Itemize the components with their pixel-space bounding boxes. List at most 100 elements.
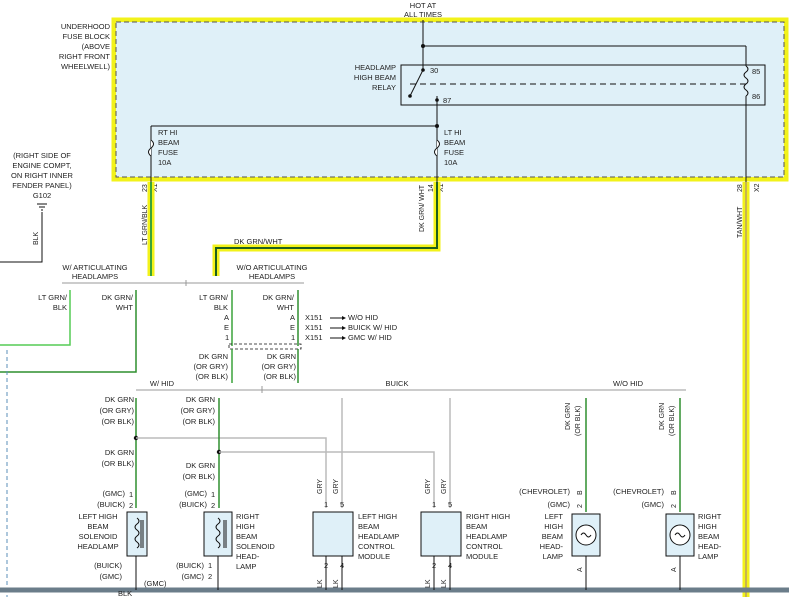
left-high-beam-headlamp-control-module	[312, 511, 354, 557]
col6-dk-grn: DK GRN	[659, 403, 666, 430]
lt-fuse-label: LT HI BEAM FUSE 10A	[444, 128, 465, 167]
svg-text:FUSE BLOCK: FUSE BLOCK	[62, 32, 110, 41]
right-solenoid-label: RIGHT HIGH BEAM SOLENOID HEAD- LAMP	[236, 512, 275, 571]
svg-text:(OR BLK): (OR BLK)	[101, 459, 134, 468]
label-dk-grn-wht-v: DK GRN/ WHT	[419, 184, 426, 232]
svg-text:HEADLAMP: HEADLAMP	[77, 542, 118, 551]
svg-text:HIGH BEAM: HIGH BEAM	[354, 73, 396, 82]
svg-text:(OR GRY): (OR GRY)	[262, 362, 297, 371]
svg-text:(GMC): (GMC)	[548, 500, 571, 509]
pin-2-r: 2	[432, 561, 436, 570]
left-solenoid-label: LEFT HIGH BEAM SOLENOID HEADLAMP	[77, 512, 118, 551]
svg-text:E: E	[290, 323, 295, 332]
svg-text:HIGH: HIGH	[236, 522, 255, 531]
svg-text:RIGHT: RIGHT	[236, 512, 260, 521]
fuse-block-label: UNDERHOOD FUSE BLOCK (ABOVE RIGHT FRONT …	[59, 22, 111, 71]
svg-text:(OR GRY): (OR GRY)	[194, 362, 229, 371]
svg-text:BEAM: BEAM	[236, 532, 257, 541]
svg-text:CONTROL: CONTROL	[358, 542, 395, 551]
svg-text:HIGH: HIGH	[698, 522, 717, 531]
svg-text:(OR BLK): (OR BLK)	[101, 417, 134, 426]
svg-text:HEADLAMP: HEADLAMP	[358, 532, 399, 541]
left-module-label: LEFT HIGH BEAM HEADLAMP CONTROL MODULE	[358, 512, 399, 561]
x151-notes: W/O HID BUICK W/ HID GMC W/ HID	[330, 313, 398, 342]
svg-text:LAMP: LAMP	[543, 552, 563, 561]
svg-text:UNDERHOOD: UNDERHOOD	[61, 22, 111, 31]
svg-text:WHEELWELL): WHEELWELL)	[61, 62, 111, 71]
label-blk: BLK	[33, 231, 40, 245]
label-dk-grn-a: DK GRN (OR GRY) (OR BLK)	[194, 352, 229, 381]
gry-4: GRY	[441, 479, 448, 494]
ground-symbol	[37, 203, 47, 211]
bus-buick: BUICK	[386, 379, 409, 388]
svg-text:BEAM: BEAM	[444, 138, 465, 147]
ground-note: (RIGHT SIDE OF ENGINE COMPT, ON RIGHT IN…	[11, 151, 74, 200]
svg-text:WHT: WHT	[116, 303, 133, 312]
svg-text:BUICK W/ HID: BUICK W/ HID	[348, 323, 398, 332]
svg-text:2: 2	[577, 504, 584, 508]
relay-pin-30: 30	[430, 66, 438, 75]
right-module-label: RIGHT HIGH BEAM HEADLAMP CONTROL MODULE	[466, 512, 510, 561]
pin-4-r: 4	[448, 561, 452, 570]
label-art-dk-grn: DK GRN/ WHT	[102, 293, 134, 312]
svg-text:LT GRN/: LT GRN/	[199, 293, 229, 302]
label-tan-wht: TAN/WHT	[737, 206, 744, 238]
label-wo-articulating: W/O ARTICULATING HEADLAMPS	[237, 263, 308, 281]
fuse-block	[115, 21, 785, 178]
pin-1-r: 1	[432, 500, 436, 509]
svg-text:(GMC): (GMC)	[100, 572, 123, 581]
svg-text:DK GRN: DK GRN	[199, 352, 228, 361]
svg-text:DK GRN: DK GRN	[186, 461, 215, 470]
conn-28: 28	[737, 184, 744, 192]
x151-connector	[228, 343, 302, 350]
relay-coil	[743, 65, 749, 97]
svg-text:B: B	[577, 490, 584, 495]
svg-text:BLK: BLK	[214, 303, 228, 312]
relay-pin-86: 86	[752, 92, 760, 101]
fuse-block-highlight	[111, 17, 789, 182]
svg-text:BEAM: BEAM	[542, 532, 563, 541]
svg-text:W/O HID: W/O HID	[348, 313, 379, 322]
svg-text:(GMC): (GMC)	[642, 500, 665, 509]
svg-text:HEAD-: HEAD-	[236, 552, 260, 561]
svg-text:SOLENOID: SOLENOID	[236, 542, 275, 551]
svg-text:HEAD-: HEAD-	[698, 542, 722, 551]
label-mid-dk-grn: DK GRN/ WHT	[263, 293, 295, 312]
svg-text:(OR BLK): (OR BLK)	[195, 372, 228, 381]
svg-text:BEAM: BEAM	[158, 138, 179, 147]
svg-text:DK GRN: DK GRN	[186, 395, 215, 404]
conn-x1-a: X1	[152, 183, 159, 192]
svg-text:GMC W/ HID: GMC W/ HID	[348, 333, 392, 342]
gry-1: GRY	[317, 479, 324, 494]
relay-label: HEADLAMP HIGH BEAM RELAY	[354, 63, 396, 92]
rt-fuse-label: RT HI BEAM FUSE 10A	[158, 128, 179, 167]
svg-text:DK GRN: DK GRN	[105, 448, 134, 457]
col5-dk-grn: DK GRN	[565, 403, 572, 430]
pin-4-l: 4	[340, 561, 344, 570]
rt-hi-beam-fuse	[148, 139, 154, 157]
svg-text:BLK: BLK	[53, 303, 67, 312]
bus-w-hid: W/ HID	[150, 379, 175, 388]
svg-text:E: E	[224, 323, 229, 332]
relay-pin-85: 85	[752, 67, 760, 76]
col6-or-blk: (OR BLK)	[669, 406, 676, 436]
svg-text:(BUICK): (BUICK)	[94, 561, 122, 570]
svg-text:B: B	[671, 490, 678, 495]
svg-text:(BUICK): (BUICK)	[179, 500, 207, 509]
svg-text:(ABOVE: (ABOVE	[82, 42, 110, 51]
svg-text:HEAD-: HEAD-	[540, 542, 564, 551]
svg-text:HEADLAMPS: HEADLAMPS	[72, 272, 118, 281]
relay-pin-87: 87	[443, 96, 451, 105]
svg-text:HEADLAMP: HEADLAMP	[355, 63, 396, 72]
x151-labels: X151 X151 X151	[305, 313, 323, 342]
pin-5-r: 5	[448, 500, 452, 509]
pin-1-l: 1	[324, 500, 328, 509]
ground-blk-wire	[0, 212, 43, 263]
svg-text:RIGHT HIGH: RIGHT HIGH	[466, 512, 510, 521]
svg-text:FUSE: FUSE	[158, 148, 178, 157]
svg-text:(BUICK): (BUICK)	[176, 561, 204, 570]
label-mid-lt-grn: LT GRN/ BLK	[199, 293, 229, 312]
hot-label-2: ALL TIMES	[404, 10, 442, 19]
svg-text:(CHEVROLET): (CHEVROLET)	[519, 487, 570, 496]
lk-3: LK	[425, 579, 432, 588]
